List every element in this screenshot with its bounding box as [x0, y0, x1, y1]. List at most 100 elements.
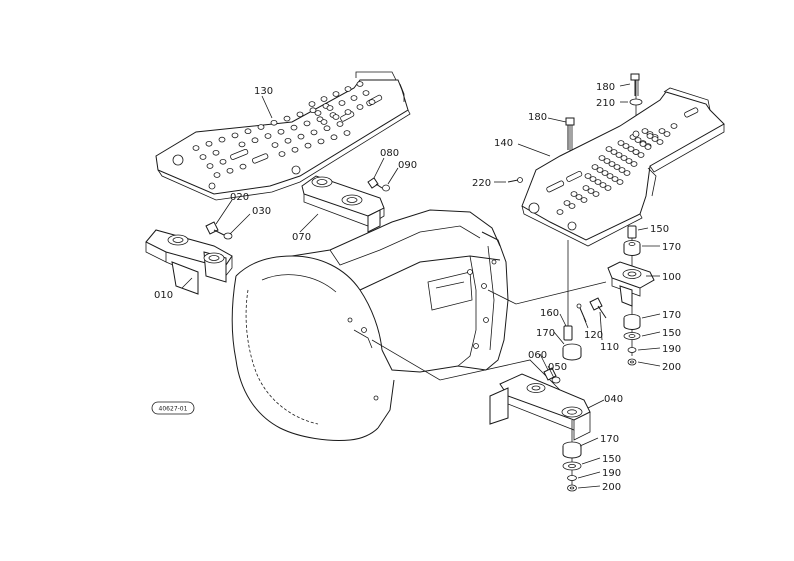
plate-hole — [308, 101, 316, 107]
left-plate-holes — [192, 81, 376, 178]
plate-hole — [617, 140, 625, 146]
callout-labels: 130 010 020 030 070 080 090 140 180 180 … — [154, 82, 681, 493]
plate-hole — [270, 120, 278, 126]
plate-hole — [663, 131, 671, 137]
plate-hole — [218, 136, 226, 143]
plate-hole — [336, 121, 344, 127]
pin-150-upper — [627, 225, 637, 239]
plate-hole — [639, 141, 647, 147]
label-150-lower: 150 — [602, 454, 621, 465]
plate-hole — [226, 168, 234, 174]
label-210: 210 — [596, 98, 615, 109]
nut-200-lower — [567, 484, 577, 492]
plate-hole — [317, 138, 325, 145]
label-110: 110 — [600, 342, 619, 353]
plate-hole — [206, 163, 214, 169]
plate-hole — [291, 147, 299, 153]
washer-210 — [629, 98, 643, 106]
label-190-lower: 190 — [602, 468, 621, 479]
plate-hole — [199, 154, 207, 160]
label-150-right: 150 — [662, 328, 681, 339]
plate-hole — [644, 144, 652, 150]
plate-hole — [244, 128, 252, 135]
plate-hole — [192, 145, 200, 151]
label-050: 050 — [548, 362, 567, 373]
plate-hole — [213, 172, 221, 178]
screw-220 — [507, 177, 523, 183]
bracket-010 — [145, 229, 233, 295]
plate-hole — [587, 188, 595, 194]
plate-hole — [344, 109, 352, 115]
label-170-lower: 170 — [600, 434, 619, 445]
label-090: 090 — [398, 160, 417, 171]
label-200-right: 200 — [662, 362, 681, 373]
plate-hole — [303, 120, 311, 127]
plate-hole — [205, 141, 213, 147]
plate-hole — [356, 104, 364, 110]
plate-hole — [284, 138, 292, 144]
plate-hole — [277, 129, 285, 135]
plate-hole — [594, 179, 602, 185]
plate-hole — [350, 95, 358, 101]
plate-hole — [620, 155, 628, 161]
plate-hole — [563, 200, 571, 206]
label-040: 040 — [604, 394, 623, 405]
label-140: 140 — [494, 138, 513, 149]
plate-hole — [646, 133, 654, 139]
plate-hole — [591, 164, 599, 170]
plate-hole — [651, 136, 659, 142]
plate-hole — [310, 129, 318, 136]
plate-hole — [603, 158, 611, 164]
pin-160 — [563, 325, 573, 341]
label-180-top: 180 — [596, 82, 615, 93]
plate-hole — [625, 158, 633, 164]
plate-hole — [264, 133, 272, 139]
plate-hole — [212, 150, 220, 156]
plate-hole — [238, 141, 246, 148]
plate-hole — [568, 203, 576, 209]
plate-hole — [622, 143, 630, 149]
label-220: 220 — [472, 178, 491, 189]
plate-hole — [605, 146, 613, 152]
bolt-020 — [205, 221, 227, 237]
plate-hole — [618, 167, 626, 173]
plate-hole — [290, 124, 298, 131]
label-080: 080 — [380, 148, 399, 159]
cushion-170-upper — [623, 240, 641, 256]
left-step-plate — [155, 71, 411, 201]
bolt-110 — [589, 297, 607, 319]
plate-hole — [368, 99, 376, 105]
plate-hole — [332, 91, 340, 97]
plate-hole — [596, 167, 604, 173]
plate-hole — [326, 105, 334, 111]
plate-hole — [630, 161, 638, 167]
plate-hole — [658, 128, 666, 134]
right-plate-holes — [556, 123, 678, 215]
washer-030 — [223, 232, 233, 240]
label-030: 030 — [252, 206, 271, 217]
plate-hole — [338, 100, 346, 106]
bracket-040 — [489, 373, 591, 441]
plate-hole — [362, 90, 370, 96]
label-010: 010 — [154, 290, 173, 301]
label-070: 070 — [292, 232, 311, 243]
plate-hole — [584, 173, 592, 179]
bolt-180-lower — [565, 117, 575, 150]
plate-hole — [589, 176, 597, 182]
plate-hole — [320, 96, 328, 102]
label-020: 020 — [230, 192, 249, 203]
plate-hole — [344, 86, 352, 92]
plate-hole — [598, 155, 606, 161]
washer-190-lower — [567, 475, 577, 481]
plate-hole — [616, 179, 624, 185]
plate-hole — [670, 123, 678, 129]
bracket-100 — [607, 261, 655, 307]
washer-150-right — [623, 332, 641, 340]
plate-hole — [641, 128, 649, 134]
plate-hole — [634, 137, 642, 143]
washer-050 — [551, 376, 561, 384]
plate-hole — [239, 163, 247, 170]
label-060: 060 — [528, 350, 547, 361]
